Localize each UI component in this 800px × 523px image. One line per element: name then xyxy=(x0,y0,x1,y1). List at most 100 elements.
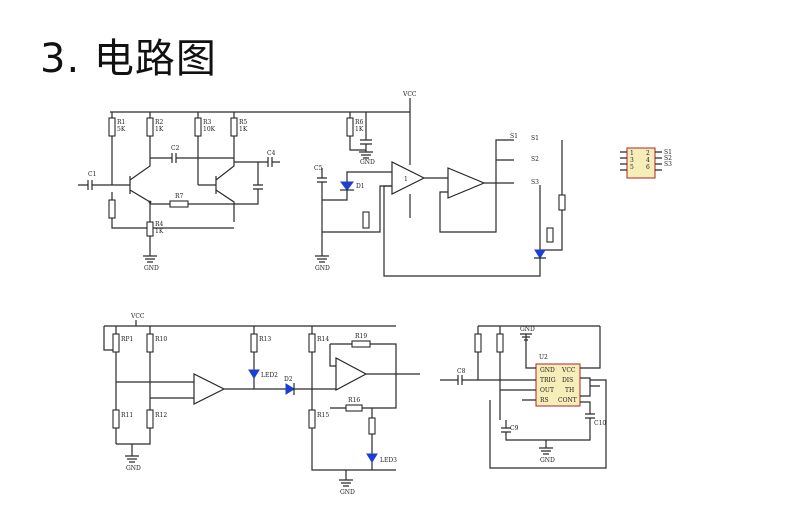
r2-value: 1K xyxy=(155,126,164,133)
c5-label: C5 xyxy=(314,165,323,172)
r10-label: R10 xyxy=(155,336,167,343)
r4-value: 1K xyxy=(155,228,164,235)
r6-label: R6 xyxy=(355,119,364,126)
r12-label: R12 xyxy=(155,412,167,419)
r6-value: 1K xyxy=(355,126,364,133)
resistor-r19 xyxy=(351,340,371,348)
resistor-right xyxy=(558,194,566,211)
r7-label: R7 xyxy=(175,193,184,200)
resistor-emitter xyxy=(108,199,116,219)
r19-label: R19 xyxy=(355,333,367,340)
header-pin-6: 6 xyxy=(646,164,650,171)
ic-pin-th: TH xyxy=(565,387,574,394)
resistor-r5 xyxy=(230,117,238,137)
resistor-r7 xyxy=(169,200,189,208)
r2-label: R2 xyxy=(155,119,164,126)
diode-d2 xyxy=(285,383,295,395)
header-s1: S1 xyxy=(664,149,672,156)
resistor-r6 xyxy=(346,117,354,137)
r16-label: R16 xyxy=(348,397,360,404)
resistor-r11 xyxy=(112,409,120,429)
vcc-top-label: VCC xyxy=(402,91,417,98)
bottom-circuit: VCC RP1 R11 R10 R12 GND R13 LED2 D2 R14 xyxy=(103,313,607,496)
opamp-u1b xyxy=(447,167,486,199)
r14-label: R14 xyxy=(317,336,329,343)
ground-symbol-3 xyxy=(315,255,329,263)
rp1-label: RP1 xyxy=(121,336,133,343)
r5-value: 1K xyxy=(239,126,248,133)
vcc-bottom-label: VCC xyxy=(130,313,145,320)
s3-label: S3 xyxy=(531,179,539,186)
c2-label: C2 xyxy=(171,145,180,152)
resistor-feedback xyxy=(362,211,370,229)
ic-pin-cont: CONT xyxy=(558,397,577,404)
r5-label: R5 xyxy=(239,119,248,126)
led2-label: LED2 xyxy=(261,372,278,379)
r4-label: R4 xyxy=(155,221,164,228)
ground-symbol-5 xyxy=(339,470,353,487)
resistor-r16 xyxy=(345,404,363,412)
diode-d1 xyxy=(340,181,354,191)
resistor-555-a xyxy=(474,333,482,353)
gnd-label-a: GND xyxy=(144,265,159,272)
led3-label: LED3 xyxy=(380,457,397,464)
timer-ic-u2 xyxy=(535,363,581,407)
d1-label: D1 xyxy=(356,183,365,190)
gnd-label-d: GND xyxy=(126,465,141,472)
ground-symbol-6 xyxy=(539,440,553,455)
s1-label: S1 xyxy=(531,135,539,142)
ic-pin-rs: RS xyxy=(540,397,549,404)
capacitor-c1 xyxy=(87,180,93,190)
resistor-led xyxy=(546,227,554,243)
u2-label: U2 xyxy=(539,354,548,361)
header-pin-4: 4 xyxy=(646,157,650,164)
ic-pin-dis: DIS xyxy=(562,377,573,384)
c10-label: C10 xyxy=(594,420,606,427)
led-2 xyxy=(248,369,260,379)
header-body xyxy=(626,147,656,179)
ground-symbol-1 xyxy=(143,236,157,263)
resistor-r4 xyxy=(146,221,154,237)
comparator-u1a xyxy=(391,161,426,195)
resistor-r2 xyxy=(146,117,154,137)
s1-node: S1 xyxy=(510,133,518,140)
r1-value: 5K xyxy=(117,126,126,133)
header-pin-2: 2 xyxy=(646,150,650,157)
ground-symbol-2 xyxy=(359,150,373,159)
gnd-label-b: GND xyxy=(360,159,375,166)
ic-pin-gnd: GND xyxy=(540,367,555,374)
ic-gnd-label: GND xyxy=(520,326,535,333)
header-pin-3: 3 xyxy=(630,157,634,164)
gnd-label-f: GND xyxy=(540,457,555,464)
led-1 xyxy=(534,249,546,259)
resistor-r15 xyxy=(308,409,316,429)
header-s3: S3 xyxy=(664,161,672,168)
c1-label: C1 xyxy=(88,171,96,178)
capacitor-c4 xyxy=(267,157,273,167)
r1-label: R1 xyxy=(117,119,125,126)
led-3 xyxy=(366,453,378,463)
resistor-r10 xyxy=(146,333,154,353)
capacitor-c8 xyxy=(457,375,463,385)
r11-label: R11 xyxy=(121,412,133,419)
connector-header: 1 2 3 4 5 6 S1 S2 S3 xyxy=(620,147,672,179)
r15-label: R15 xyxy=(317,412,329,419)
resistor-r14 xyxy=(308,333,316,353)
d2-label: D2 xyxy=(284,376,293,383)
opamp-u3 xyxy=(335,357,368,391)
potentiometer-rp1 xyxy=(112,333,120,353)
gnd-label-c: GND xyxy=(315,265,330,272)
ic-pin-vcc: VCC xyxy=(561,367,576,374)
s2-label: S2 xyxy=(531,156,539,163)
resistor-r12 xyxy=(146,409,154,429)
c8-label: C8 xyxy=(457,368,466,375)
r3-value: 10K xyxy=(203,126,216,133)
r13-label: R13 xyxy=(259,336,271,343)
c9-label: C9 xyxy=(510,425,519,432)
header-s2: S2 xyxy=(664,155,672,162)
resistor-r1 xyxy=(108,117,116,137)
resistor-led3 xyxy=(368,417,376,435)
comparator-u1c xyxy=(193,373,226,405)
c4-label: C4 xyxy=(267,150,276,157)
